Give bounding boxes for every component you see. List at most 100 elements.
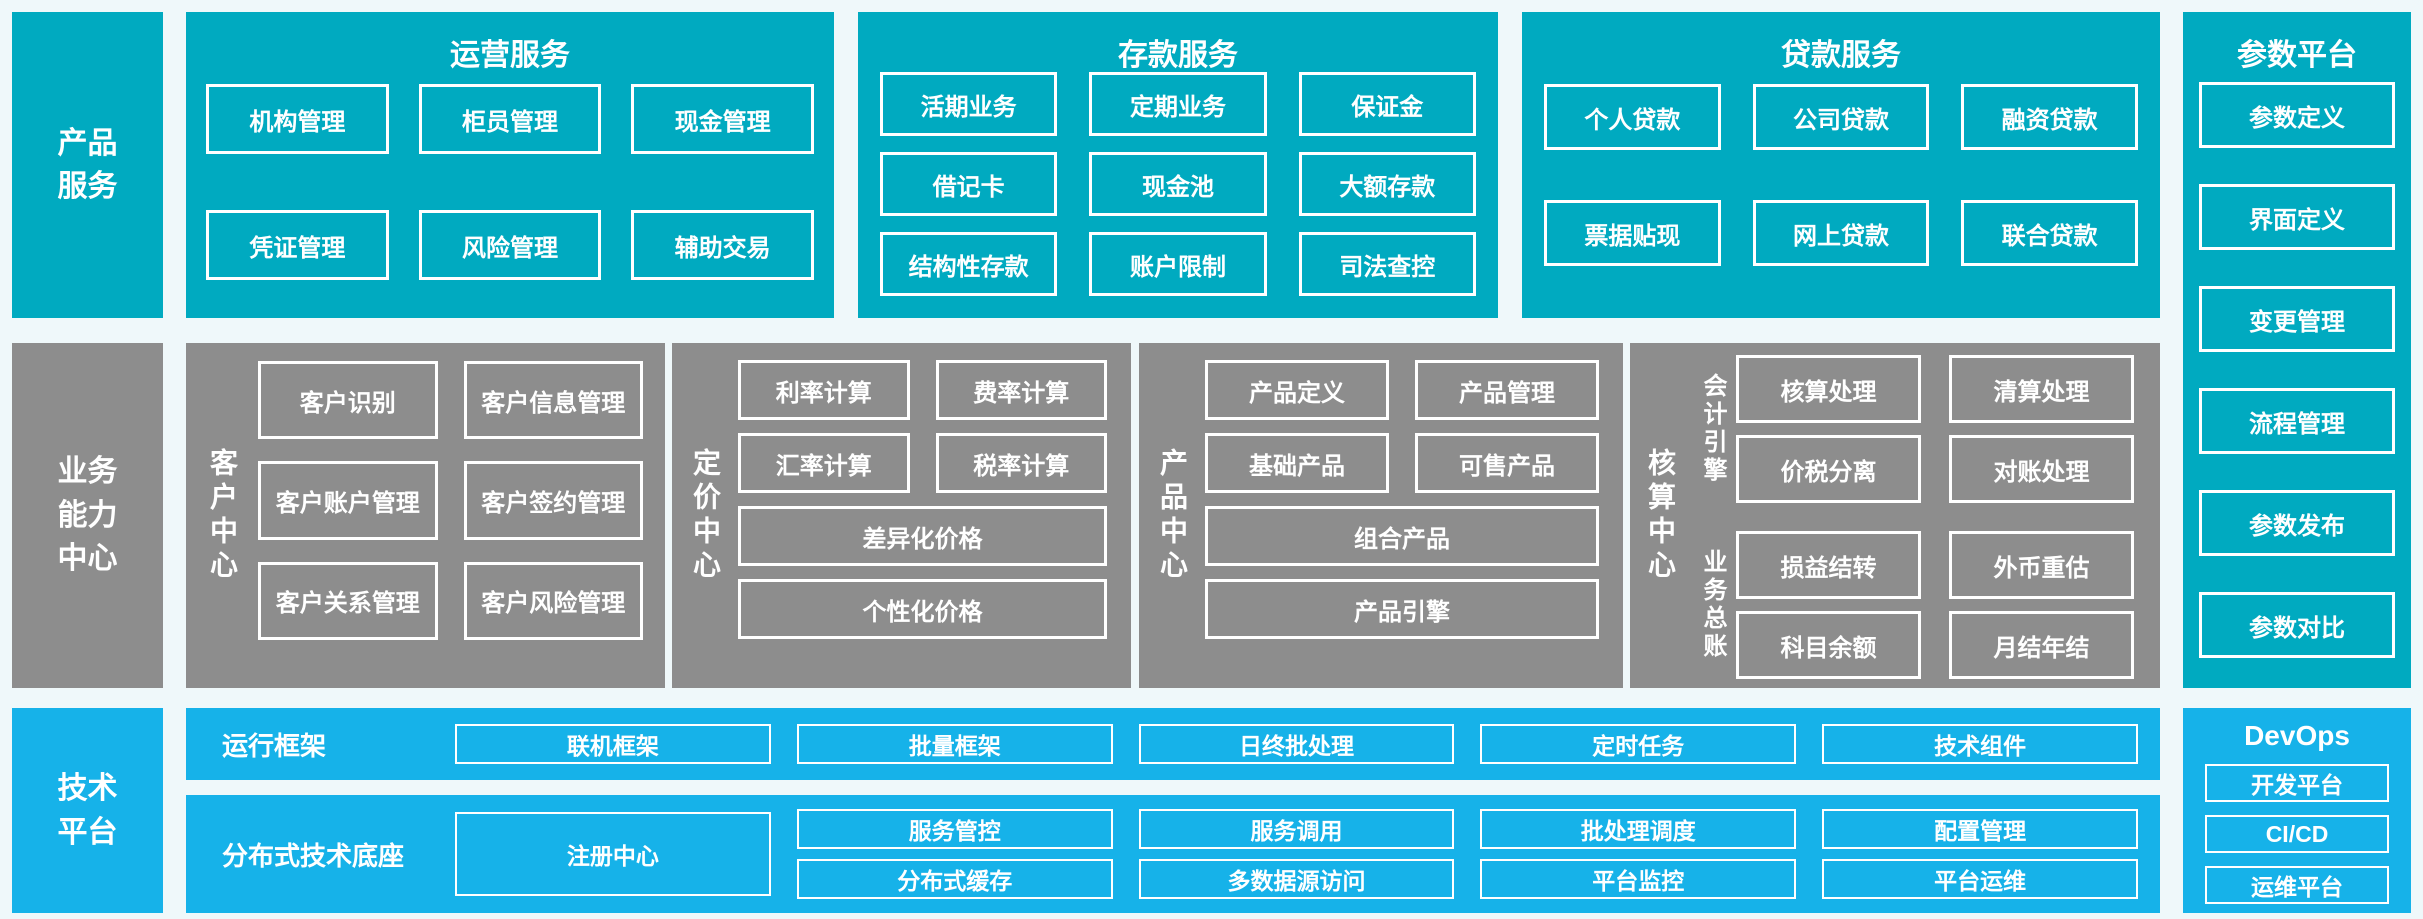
- operations-node: 现金管理: [631, 84, 814, 154]
- accounting-node: 对账处理: [1949, 435, 2134, 503]
- deposit-title: 存款服务: [1118, 39, 1238, 72]
- runtime-node: 技术组件: [1822, 724, 2138, 764]
- pricing-node: 利率计算: [738, 360, 910, 420]
- loan-node: 联合贷款: [1961, 200, 2138, 266]
- product-node: 产品定义: [1205, 360, 1389, 420]
- accounting-center-label: 核算中心: [1645, 447, 1676, 584]
- customer-center-label: 客户中心: [207, 447, 238, 584]
- product-pair-row: 产品定义 产品管理: [1205, 360, 1599, 420]
- distributed-node: 平台监控: [1480, 859, 1797, 899]
- devops-list: 开发平台 CI/CD 运维平台: [2205, 764, 2389, 904]
- product-node: 可售产品: [1415, 433, 1599, 493]
- parameter-node: 界面定义: [2199, 184, 2395, 250]
- section-accounting-center: 核算中心 会计引擎 核算处理 清算处理 价税分离 对账处理 业务总账 损益结转 …: [1630, 343, 2160, 688]
- parameter-node: 流程管理: [2199, 388, 2395, 454]
- product-pair-row: 基础产品 可售产品: [1205, 433, 1599, 493]
- accounting-node: 科目余额: [1736, 611, 1921, 679]
- loan-node: 公司贷款: [1752, 84, 1930, 150]
- deposit-node: 借记卡: [880, 152, 1058, 216]
- customer-center-label-wrap: 客户中心: [186, 343, 258, 688]
- runtime-node: 日终批处理: [1138, 724, 1455, 764]
- operations-grid: 机构管理 柜员管理 现金管理 凭证管理 风险管理 辅助交易: [206, 84, 814, 280]
- customer-node: 客户账户管理: [258, 461, 438, 540]
- distributed-node: 服务管控: [796, 809, 1113, 849]
- loan-node: 网上贷款: [1752, 200, 1930, 266]
- parameter-platform-title: 参数平台: [2237, 39, 2357, 72]
- band-distributed-base: 分布式技术底座 注册中心 服务管控 分布式缓存 服务调用 多数据源访问 批处理调…: [186, 795, 2160, 913]
- runtime-node: 批量框架: [796, 724, 1113, 764]
- pricing-node: 费率计算: [935, 360, 1107, 420]
- product-center-rows: 产品定义 产品管理 基础产品 可售产品 组合产品 产品引擎: [1205, 360, 1599, 688]
- operations-node: 辅助交易: [631, 210, 814, 280]
- row-label-business-capability-center: 业务能力中心: [12, 343, 163, 688]
- pricing-pair-row: 利率计算 费率计算: [738, 360, 1107, 420]
- customer-node: 客户关系管理: [258, 561, 438, 640]
- customer-node: 客户信息管理: [463, 361, 643, 440]
- deposit-node: 活期业务: [880, 72, 1058, 136]
- deposit-node: 保证金: [1298, 72, 1476, 136]
- operations-node: 柜员管理: [418, 84, 602, 154]
- row-label-product-services-text: 产品服务: [57, 126, 118, 204]
- customer-node: 客户风险管理: [463, 561, 643, 640]
- section-devops: DevOps 开发平台 CI/CD 运维平台: [2183, 708, 2411, 913]
- customer-node: 客户签约管理: [463, 461, 643, 540]
- section-deposit-services: 存款服务 活期业务 定期业务 保证金 借记卡 现金池 大额存款 结构性存款 账户…: [858, 12, 1498, 318]
- loan-node: 票据贴现: [1544, 200, 1721, 266]
- distributed-base-grid: 注册中心 服务管控 分布式缓存 服务调用 多数据源访问 批处理调度 平台监控 配…: [455, 809, 2138, 899]
- accounting-group-engine: 会计引擎 核算处理 清算处理 价税分离 对账处理: [1690, 355, 2134, 503]
- section-operations-services: 运营服务 机构管理 柜员管理 现金管理 凭证管理 风险管理 辅助交易: [186, 12, 834, 318]
- devops-title: DevOps: [2244, 720, 2350, 751]
- accounting-group-ledger: 业务总账 损益结转 外币重估 科目余额 月结年结: [1690, 531, 2134, 679]
- row-label-product-services: 产品服务: [12, 12, 163, 318]
- deposit-node: 定期业务: [1089, 72, 1267, 136]
- operations-node: 风险管理: [418, 210, 602, 280]
- distributed-node: 配置管理: [1822, 809, 2138, 849]
- accounting-groups: 会计引擎 核算处理 清算处理 价税分离 对账处理 业务总账 损益结转 外币重估 …: [1690, 355, 2134, 688]
- operations-title: 运营服务: [450, 39, 570, 72]
- registry-center-node: 注册中心: [455, 812, 771, 896]
- loan-node: 个人贷款: [1544, 84, 1721, 150]
- row-label-business-capability-center-text: 业务能力中心: [57, 455, 118, 576]
- accounting-node: 外币重估: [1949, 531, 2134, 599]
- devops-node: CI/CD: [2205, 815, 2389, 853]
- row-label-tech-platform: 技术平台: [12, 708, 163, 913]
- accounting-engine-grid: 核算处理 清算处理 价税分离 对账处理: [1736, 355, 2134, 503]
- product-node: 产品管理: [1415, 360, 1599, 420]
- accounting-node: 价税分离: [1736, 435, 1921, 503]
- parameter-node: 参数定义: [2199, 82, 2395, 148]
- section-customer-center: 客户中心 客户识别 客户信息管理 客户账户管理 客户签约管理 客户关系管理 客户…: [186, 343, 665, 688]
- band-runtime-framework: 运行框架 联机框架 批量框架 日终批处理 定时任务 技术组件: [186, 708, 2160, 780]
- pricing-node-full: 差异化价格: [738, 506, 1107, 566]
- customer-center-grid: 客户识别 客户信息管理 客户账户管理 客户签约管理 客户关系管理 客户风险管理: [258, 361, 643, 640]
- deposit-node: 账户限制: [1089, 232, 1267, 296]
- row-label-tech-platform-text: 技术平台: [57, 772, 118, 849]
- deposit-node: 大额存款: [1298, 152, 1476, 216]
- pricing-node: 汇率计算: [738, 433, 910, 493]
- product-node-full: 组合产品: [1205, 506, 1599, 566]
- product-node: 基础产品: [1205, 433, 1389, 493]
- parameter-node: 参数发布: [2199, 490, 2395, 556]
- pricing-center-label: 定价中心: [690, 447, 721, 584]
- loan-title: 贷款服务: [1781, 39, 1901, 72]
- product-center-label-wrap: 产品中心: [1139, 343, 1205, 688]
- devops-node: 运维平台: [2205, 866, 2389, 904]
- deposit-grid: 活期业务 定期业务 保证金 借记卡 现金池 大额存款 结构性存款 账户限制 司法…: [880, 72, 1476, 296]
- accounting-node: 核算处理: [1736, 355, 1921, 423]
- product-node-full: 产品引擎: [1205, 579, 1599, 639]
- parameter-platform-list: 参数定义 界面定义 变更管理 流程管理 参数发布 参数对比: [2199, 82, 2395, 658]
- distributed-base-label: 分布式技术底座: [222, 840, 405, 871]
- distributed-column: 配置管理 平台运维: [1822, 809, 2138, 899]
- pricing-center-rows: 利率计算 费率计算 汇率计算 税率计算 差异化价格 个性化价格: [738, 360, 1107, 688]
- devops-node: 开发平台: [2205, 764, 2389, 802]
- operations-node: 机构管理: [206, 84, 389, 154]
- parameter-node: 变更管理: [2199, 286, 2395, 352]
- distributed-column: 服务管控 分布式缓存: [796, 809, 1113, 899]
- distributed-node: 平台运维: [1822, 859, 2138, 899]
- section-parameter-platform: 参数平台 参数定义 界面定义 变更管理 流程管理 参数发布 参数对比: [2183, 12, 2411, 688]
- accounting-node: 损益结转: [1736, 531, 1921, 599]
- pricing-node-full: 个性化价格: [738, 579, 1107, 639]
- section-pricing-center: 定价中心 利率计算 费率计算 汇率计算 税率计算 差异化价格 个性化价格: [672, 343, 1131, 688]
- runtime-framework-grid: 联机框架 批量框架 日终批处理 定时任务 技术组件: [455, 724, 2138, 764]
- pricing-node: 税率计算: [935, 433, 1107, 493]
- operations-node: 凭证管理: [206, 210, 389, 280]
